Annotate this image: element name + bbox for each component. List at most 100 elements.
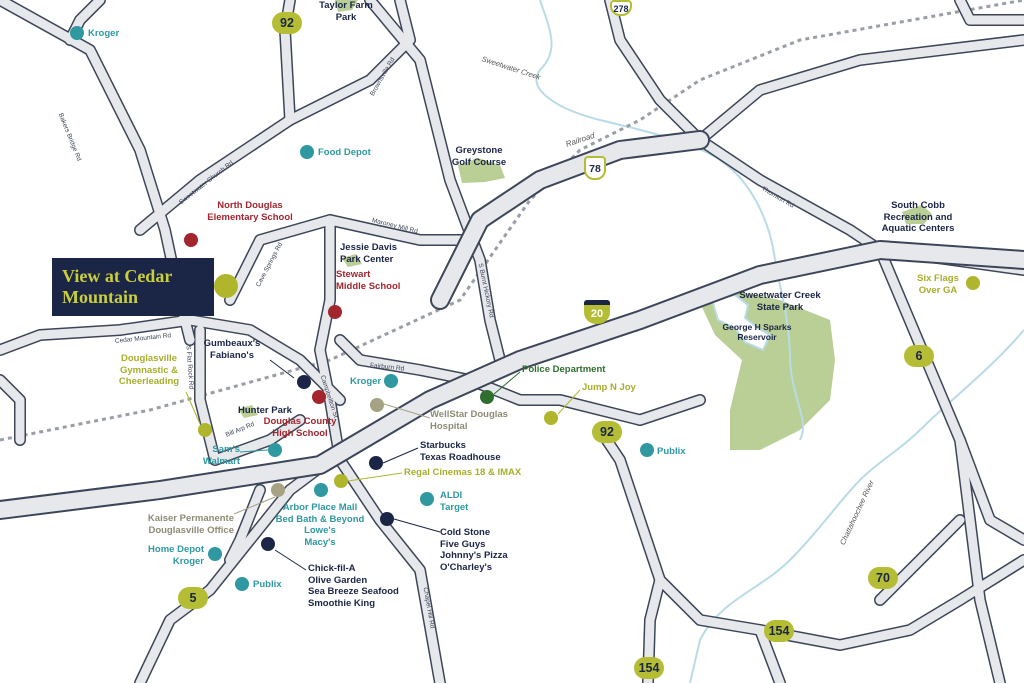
douglas-county-line: Douglas County <box>263 416 337 427</box>
sams-walmart-marker[interactable] <box>268 443 282 457</box>
gymnastic-line: Cheerleading <box>118 376 180 387</box>
kaiser-label: Kaiser Permanente Douglasville Office <box>134 513 234 536</box>
us-78-shield: 78 <box>584 156 606 180</box>
kroger-center-marker[interactable] <box>384 374 398 388</box>
north-douglas-label: North Douglas Elementary School <box>200 200 300 223</box>
development-title-badge: View at Cedar Mountain <box>52 258 214 316</box>
greystone-label: Greystone Golf Course <box>442 145 516 168</box>
us78-fill <box>432 132 708 308</box>
arbor-place-marker[interactable] <box>314 483 328 497</box>
publix-sw-label: Publix <box>253 579 282 590</box>
home-depot-marker[interactable] <box>208 547 222 561</box>
cold-stone-label: Cold Stone Five Guys Johnny's Pizza O'Ch… <box>440 527 508 573</box>
sweetwater-park-line: Sweetwater Creek <box>739 290 821 301</box>
greystone-line: Greystone <box>455 145 503 156</box>
sams-walmart-label: Sam's Walmart <box>190 444 240 467</box>
hero-line-2: Mountain <box>62 287 139 307</box>
highway-92-shield-south: 92 <box>592 421 622 443</box>
kaiser-line: Kaiser Permanente <box>147 513 234 524</box>
cold-stone-line: Johnny's Pizza <box>440 550 508 561</box>
starbucks-marker[interactable] <box>369 456 383 470</box>
greystone-golf-area <box>458 158 505 183</box>
north-douglas-line: North Douglas <box>217 200 283 211</box>
highway-70-shield: 70 <box>868 567 898 589</box>
douglas-county-hs-marker[interactable] <box>312 390 326 404</box>
hunter-park-area <box>238 405 258 418</box>
aldi-target-marker[interactable] <box>420 492 434 506</box>
stewart-marker[interactable] <box>328 305 342 319</box>
aldi-line: ALDI <box>440 490 463 501</box>
arbor-line: Lowe's <box>304 525 336 536</box>
greystone-line: Golf Course <box>451 156 507 168</box>
wellstar-marker[interactable] <box>370 398 384 412</box>
stewart-label: Stewart Middle School <box>336 269 400 292</box>
cold-stone-marker[interactable] <box>380 512 394 526</box>
south-cobb-label: South Cobb Recreation and Aquatic Center… <box>868 200 968 235</box>
home-depot-line: Kroger <box>172 555 204 567</box>
cold-stone-line: Five Guys <box>440 538 486 550</box>
chickfila-line: Olive Garden <box>308 574 368 586</box>
chickfila-line: Sea Breeze Seafood <box>308 586 399 597</box>
sweetwater-park-line: State Park <box>756 301 804 313</box>
south-cobb-area <box>902 205 932 224</box>
chattahoochee-path <box>689 329 1024 683</box>
us-278-shield: 278 <box>610 0 632 16</box>
jessie-davis-line: Jessie Davis <box>340 242 398 253</box>
kaiser-line: Douglasville Office <box>148 524 234 536</box>
sparks-reservoir-label: George H Sparks Reservoir <box>712 322 802 342</box>
jessie-davis-label: Jessie Davis Park Center <box>340 242 397 265</box>
kaiser-marker[interactable] <box>271 483 285 497</box>
gumbeaux-marker[interactable] <box>297 375 311 389</box>
jump-n-joy-marker[interactable] <box>544 411 558 425</box>
arbor-line: Arbor Place Mall <box>282 502 358 513</box>
sweetwater-park-label: Sweetwater Creek State Park <box>730 290 830 313</box>
arbor-line: Bed Bath & Beyond <box>275 513 365 525</box>
regal-label: Regal Cinemas 18 & IMAX <box>404 467 522 478</box>
north-douglas-marker[interactable] <box>184 233 198 247</box>
regal-marker[interactable] <box>334 474 348 488</box>
wellstar-label: WellStar Douglas Hospital <box>430 409 508 432</box>
publix-sw-marker[interactable] <box>235 577 249 591</box>
highway-6-shield: 6 <box>904 345 934 367</box>
highway-5-shield: 5 <box>178 587 208 609</box>
chickfila-line: Chick-fil-A <box>308 563 356 574</box>
jump-n-joy-label: Jump N Joy <box>582 382 636 393</box>
arbor-line: Macy's <box>304 536 336 548</box>
police-marker[interactable] <box>480 390 494 404</box>
south-cobb-line: Recreation and <box>883 211 953 223</box>
highway-154-shield-east: 154 <box>764 620 794 642</box>
gumbeaux-line: Fabiano's <box>210 349 254 361</box>
douglas-county-hs-label: Douglas County High School <box>254 416 346 439</box>
sams-line: Sam's <box>212 444 240 455</box>
gymnastic-marker[interactable] <box>198 423 212 437</box>
highway-92-shield: 92 <box>272 12 302 34</box>
publix-east-label: Publix <box>657 446 686 457</box>
home-depot-label: Home Depot Kroger <box>130 544 204 567</box>
cold-stone-line: Cold Stone <box>440 527 491 538</box>
publix-east-marker[interactable] <box>640 443 654 457</box>
interstate-20-shield: 20 <box>584 300 610 324</box>
taylor-farm-line: Taylor Farm <box>319 0 373 11</box>
food-depot-label: Food Depot <box>318 147 371 158</box>
development-location-marker[interactable] <box>214 274 238 298</box>
home-depot-line: Home Depot <box>148 544 204 555</box>
aldi-line: Target <box>440 501 469 513</box>
stewart-line: Stewart <box>336 269 371 280</box>
hero-line-1: View at Cedar <box>62 266 173 286</box>
douglas-county-line: High School <box>272 427 328 439</box>
kroger-nw-marker[interactable] <box>70 26 84 40</box>
hunter-park-label: Hunter Park <box>238 405 292 416</box>
six-flags-marker[interactable] <box>966 276 980 290</box>
kroger-center-label: Kroger <box>350 376 382 387</box>
wellstar-line: WellStar Douglas <box>430 409 508 420</box>
food-depot-marker[interactable] <box>300 145 314 159</box>
north-douglas-line: Elementary School <box>207 211 293 223</box>
chickfila-marker[interactable] <box>261 537 275 551</box>
starbucks-label: Starbucks Texas Roadhouse <box>420 440 501 463</box>
highway-154-shield-south: 154 <box>634 657 664 679</box>
six-flags-line: Over GA <box>918 284 958 296</box>
taylor-farm-area <box>335 0 358 12</box>
six-flags-line: Six Flags <box>917 273 959 284</box>
south-cobb-line: South Cobb <box>891 200 945 211</box>
kroger-nw-label: Kroger <box>88 28 120 39</box>
